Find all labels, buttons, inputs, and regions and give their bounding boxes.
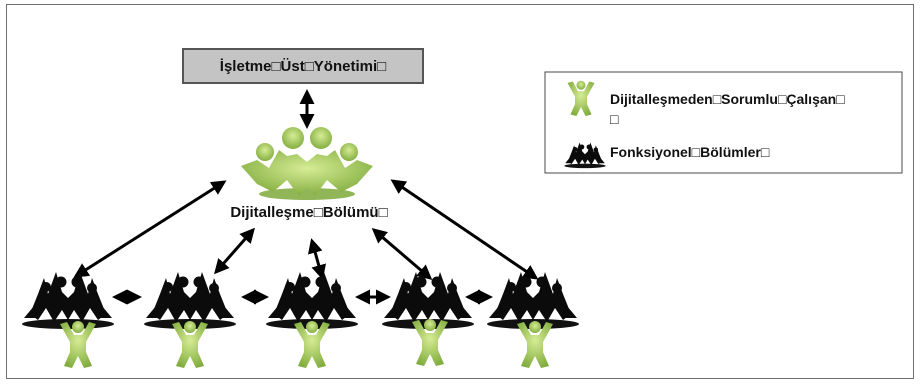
digitalization-team-icon	[241, 127, 373, 200]
functional-unit-2	[144, 272, 236, 368]
functional-unit-3	[266, 272, 358, 368]
arrow-dept-unit4	[371, 228, 433, 280]
arrow-dept-unit5	[390, 179, 539, 280]
legend-label-responsible-employee: Dijitalleşmeden□Sorumlu□Çalışan□	[610, 91, 845, 107]
top-management-box: İşletme□Üst□Yönetimi□	[182, 48, 424, 84]
connector-arrows	[73, 89, 539, 305]
functional-unit-5	[487, 272, 579, 368]
arrow-dept-unit2	[214, 227, 255, 275]
diagram-frame	[6, 4, 914, 379]
top-management-label: İşletme□Üst□Yönetimi□	[219, 57, 387, 75]
legend-label-functional-units: Fonksiyonel□Bölümler□	[610, 144, 770, 160]
functional-unit-4	[382, 272, 474, 366]
legend-box	[544, 71, 903, 174]
functional-unit-1	[22, 272, 114, 368]
legend-label-blank: □	[610, 111, 619, 127]
arrow-dept-unit3	[307, 238, 327, 280]
digitalization-department-label: Dijitalleşme□Bölümü□	[230, 204, 388, 221]
arrow-dept-unit1	[73, 180, 227, 278]
